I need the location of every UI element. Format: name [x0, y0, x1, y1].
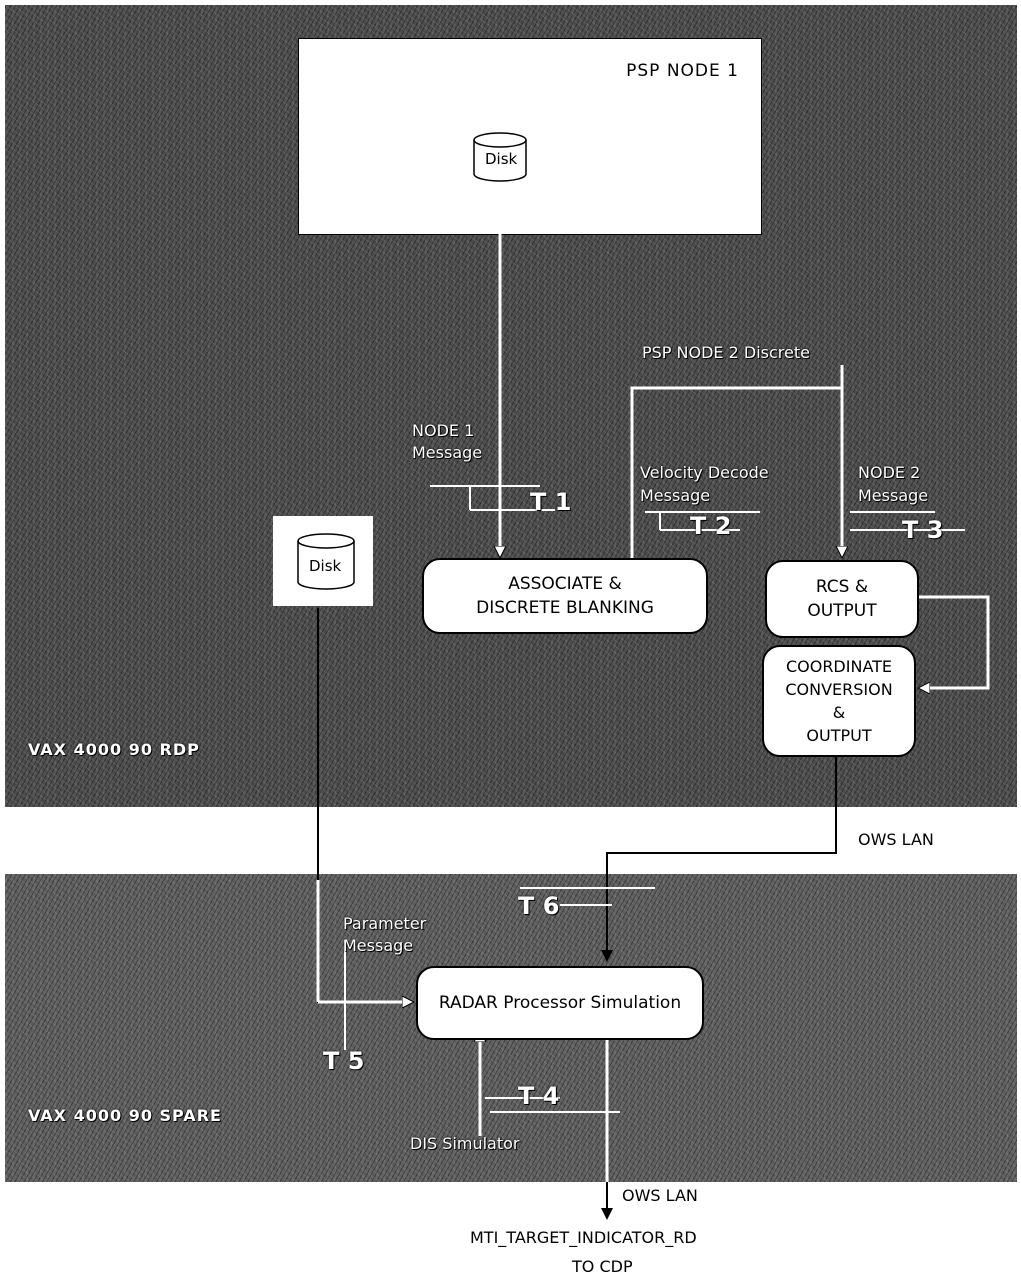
ows-lan-label-1: OWS LAN — [858, 830, 934, 849]
parameter-message-line2: Message — [343, 936, 414, 955]
vax-spare-panel — [5, 874, 1017, 1182]
psp-node1-title: PSP NODE 1 — [626, 61, 739, 81]
output-destination-label: TO CDP — [572, 1257, 633, 1276]
t6-label: T 6 — [518, 892, 560, 920]
t4-tap — [485, 1097, 620, 1113]
velocity-message-line1: Velocity Decode — [640, 463, 769, 482]
associate-line2: DISCRETE BLANKING — [476, 598, 654, 618]
output-target-label: MTI_TARGET_INDICATOR_RD — [470, 1228, 697, 1247]
rcs-process-box: RCS & OUTPUT — [765, 560, 919, 638]
coord-line1: COORDINATE — [785, 657, 893, 676]
associate-line1: ASSOCIATE & — [508, 574, 622, 594]
coord-line2: CONVERSION — [785, 680, 893, 699]
vax-rdp-label: VAX 4000 90 RDP — [28, 740, 200, 759]
node2-discrete-line — [630, 386, 842, 560]
coord-line3: & — [832, 703, 846, 722]
t5-label: T 5 — [323, 1047, 365, 1075]
node2-message-line2: Message — [858, 486, 929, 505]
psp-disk-label: Disk — [485, 150, 518, 168]
rdp-disk-label: Disk — [309, 557, 342, 575]
t2-tap — [645, 511, 760, 531]
t1-tap — [430, 485, 555, 511]
velocity-message-line2: Message — [640, 486, 711, 505]
node1-message-line2: Message — [412, 443, 483, 462]
node2-message-line1: NODE 2 — [858, 463, 921, 482]
t3-label: T 3 — [902, 516, 944, 544]
t1-label: T 1 — [530, 488, 572, 516]
node1-message-line1: NODE 1 — [412, 421, 475, 440]
t2-label: T 2 — [690, 512, 732, 540]
coord-line4: OUTPUT — [806, 726, 872, 745]
dis-simulator-label: DIS Simulator — [410, 1134, 520, 1153]
rcs-line2: OUTPUT — [807, 601, 877, 621]
ows-lan-label-2: OWS LAN — [622, 1186, 698, 1205]
psp-disk-icon — [473, 132, 527, 182]
psp-node1-box: PSP NODE 1 — [298, 38, 762, 235]
t3-tap — [850, 511, 965, 531]
associate-process-box: ASSOCIATE & DISCRETE BLANKING — [422, 558, 708, 634]
coordinate-process-box: COORDINATE CONVERSION & OUTPUT — [762, 645, 916, 757]
coord-to-radar-line — [601, 757, 837, 962]
parameter-message-line1: Parameter — [343, 914, 427, 933]
t6-tap — [520, 887, 655, 906]
rdp-disk-icon — [297, 533, 355, 590]
rcs-line1: RCS & — [815, 577, 869, 597]
vax-spare-label: VAX 4000 90 SPARE — [28, 1106, 222, 1125]
radar-label: RADAR Processor Simulation — [438, 993, 682, 1013]
psp-node2-discrete-label: PSP NODE 2 Discrete — [642, 343, 810, 362]
rcs-to-coord-line — [918, 595, 990, 688]
radar-process-box: RADAR Processor Simulation — [416, 966, 704, 1040]
t4-label: T 4 — [518, 1082, 560, 1110]
